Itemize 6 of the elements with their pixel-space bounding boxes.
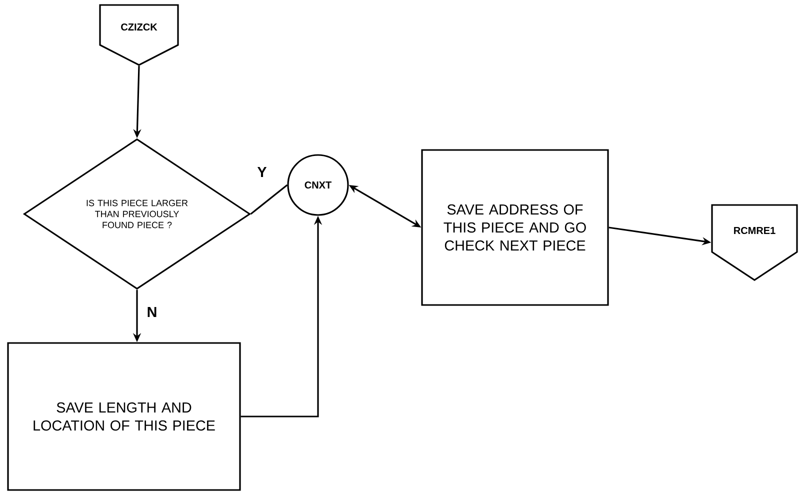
off-page-connector: CZIZCK: [99, 4, 179, 66]
edge-label: Y: [257, 167, 267, 177]
process-box: SAVE ADDRESS OF THIS PIECE AND GO CHECK NEXT PIECE: [421, 149, 609, 306]
process-box: SAVE LENGTH AND LOCATION OF THIS PIECE: [7, 342, 241, 491]
edge-label: N: [148, 307, 156, 317]
off-page-connector: RCMRE1: [711, 204, 798, 281]
